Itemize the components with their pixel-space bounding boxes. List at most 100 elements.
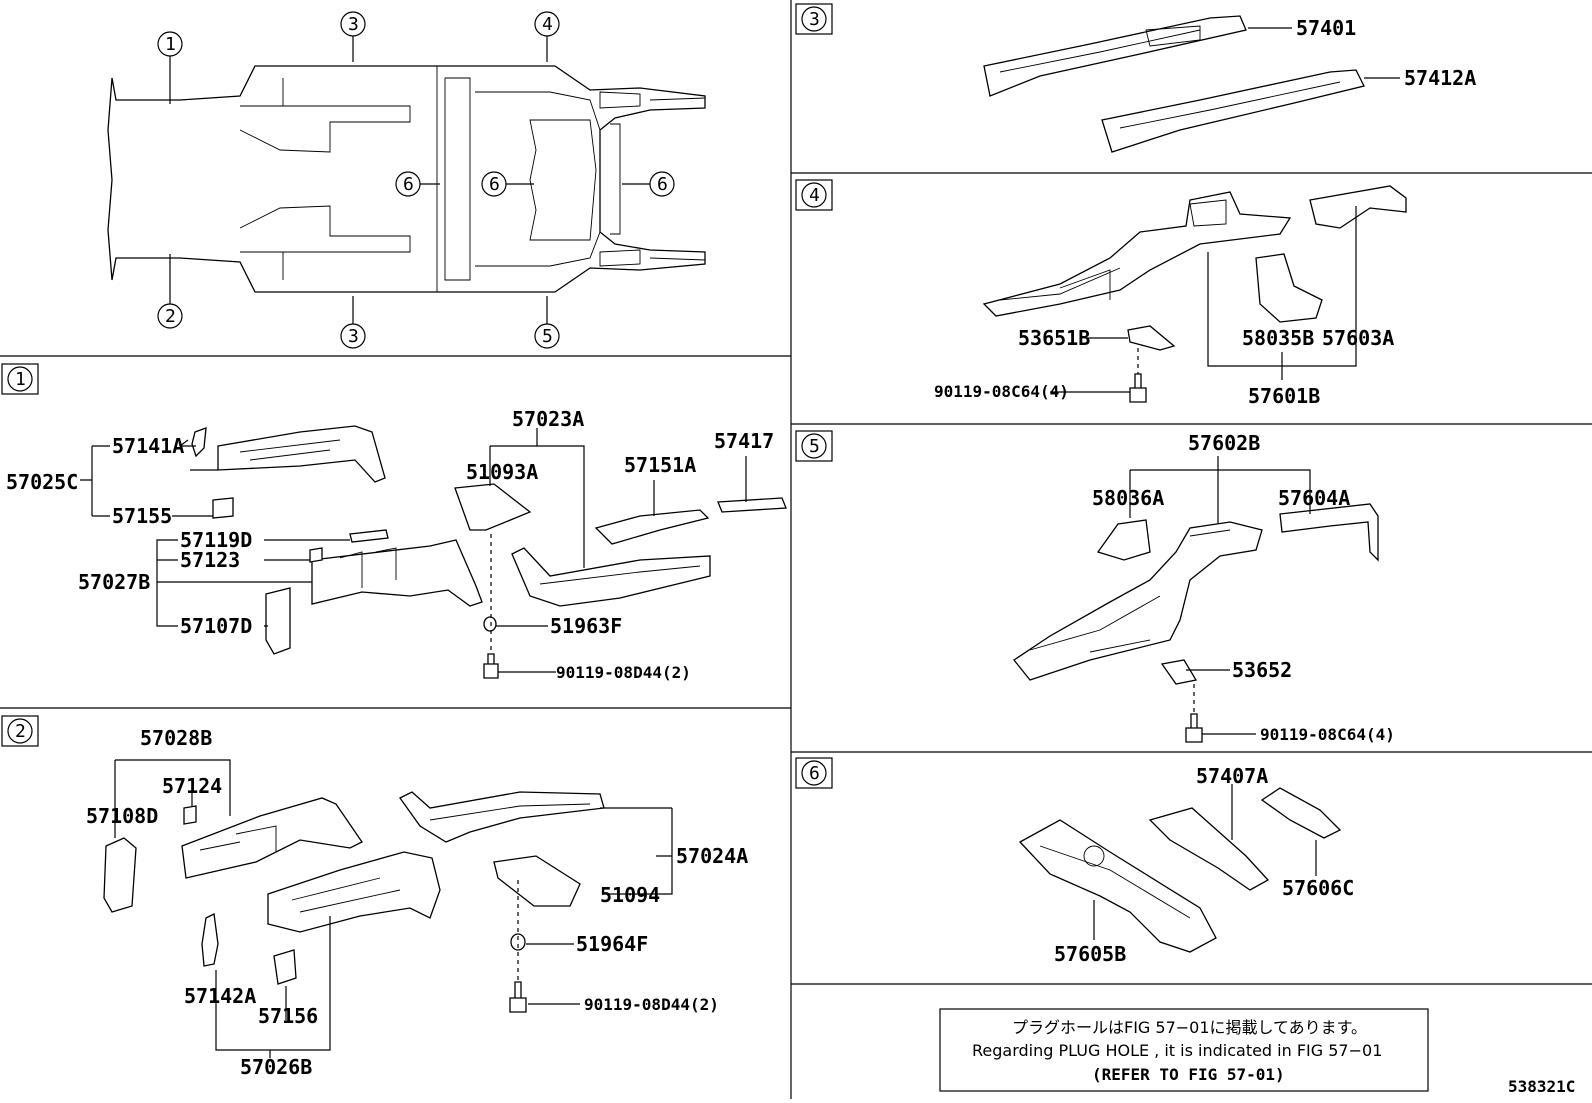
- label-58036A: 58036A: [1092, 486, 1164, 510]
- part-57604A: [1279, 503, 1379, 562]
- bolt-90119: [483, 653, 499, 679]
- label-57417: 57417: [714, 429, 774, 453]
- section-1-marker: 1: [15, 369, 26, 390]
- label-57124: 57124: [162, 774, 222, 798]
- label-57603A: 57603A: [1322, 326, 1394, 350]
- bolt-90119: [1185, 713, 1203, 743]
- part-57601B: [982, 191, 1292, 317]
- marker-6: 6: [657, 174, 668, 195]
- part-57417: [717, 497, 787, 513]
- part-51964F: [510, 933, 526, 951]
- part-57107D: [265, 587, 291, 655]
- marker-5: 5: [542, 326, 553, 347]
- label-90119-08C64: 90119-08C64(4): [934, 382, 1069, 401]
- part-51963F: [483, 616, 497, 632]
- part-57123: [309, 547, 323, 563]
- bolt-90119: [509, 981, 527, 1013]
- part-57142A: [201, 913, 219, 967]
- label-57142A: 57142A: [184, 984, 256, 1008]
- note-en: Regarding PLUG HOLE , it is indicated in…: [972, 1041, 1382, 1060]
- part-57602B: [1013, 521, 1263, 681]
- overview-markers: 1 2 3 4 5 6 6 6 3: [157, 11, 675, 349]
- label-57412A: 57412A: [1404, 66, 1476, 90]
- marker-4: 4: [542, 14, 553, 35]
- section-4-marker: 4: [809, 185, 820, 206]
- label-57407A: 57407A: [1196, 764, 1268, 788]
- section-3-marker: 3: [809, 9, 820, 30]
- label-90119-08D44: 90119-08D44(2): [584, 995, 719, 1014]
- label-57027B: 57027B: [78, 570, 150, 594]
- part-57156: [273, 949, 297, 985]
- part-51094: [493, 855, 581, 907]
- marker-3: 3: [348, 14, 359, 35]
- note-refer: (REFER TO FIG 57-01): [1092, 1065, 1285, 1084]
- part-57024A: [399, 791, 605, 843]
- label-57023A: 57023A: [512, 407, 584, 431]
- label-57602B: 57602B: [1188, 431, 1260, 455]
- section-4: 4 53651B 58035B 57603A 90119-08C64(4) 57…: [795, 179, 1407, 408]
- part-57401: [983, 15, 1247, 97]
- note-jp: プラグホールはFIG 57−01に掲載してあります。: [1012, 1018, 1367, 1037]
- label-57123: 57123: [180, 548, 240, 572]
- part-57155: [212, 497, 234, 519]
- section-1: 1 57025C 57141A 57155 57027B 57119D 57: [1, 363, 787, 682]
- label-57601B: 57601B: [1248, 384, 1320, 408]
- part-57412A: [1101, 69, 1365, 153]
- label-51094: 51094: [600, 883, 660, 907]
- label-57604A: 57604A: [1278, 486, 1350, 510]
- part-57141A: [191, 427, 207, 458]
- marker-3: 3: [348, 326, 359, 347]
- label-57107D: 57107D: [180, 614, 252, 638]
- part-53652: [1160, 659, 1198, 685]
- part-57023A: [511, 547, 711, 607]
- label-57151A: 57151A: [624, 453, 696, 477]
- part-57407A: [1148, 807, 1270, 891]
- label-57141A: 57141A: [112, 434, 184, 458]
- label-57108D: 57108D: [86, 804, 158, 828]
- marker-1: 1: [165, 34, 176, 55]
- section-2: 2 57028B 57124 57108D 57024A 51094 51964…: [1, 715, 748, 1079]
- label-53651B: 53651B: [1018, 326, 1090, 350]
- part-57026B: [267, 851, 441, 933]
- label-57024A: 57024A: [676, 844, 748, 868]
- section-6: 6 57407A 57606C 57605B: [795, 757, 1354, 966]
- label-57025C: 57025C: [6, 470, 78, 494]
- label-90119-08C64: 90119-08C64(4): [1260, 725, 1395, 744]
- label-57156: 57156: [258, 1004, 318, 1028]
- part-57603A: [1309, 185, 1407, 229]
- part-57151A: [594, 509, 710, 545]
- marker-6: 6: [403, 174, 414, 195]
- label-57606C: 57606C: [1282, 876, 1354, 900]
- part-57124: [183, 805, 197, 825]
- note-box: プラグホールはFIG 57−01に掲載してあります。 Regarding PLU…: [939, 1008, 1429, 1092]
- diagram-code: 538321C: [1508, 1077, 1575, 1096]
- label-57028B: 57028B: [140, 726, 212, 750]
- marker-6: 6: [489, 174, 500, 195]
- label-58035B: 58035B: [1242, 326, 1314, 350]
- section-3: 3 57401 57412A: [795, 3, 1476, 153]
- overview-floor-outline: [107, 65, 706, 293]
- part-57119D: [349, 529, 389, 543]
- part-58035B: [1255, 253, 1323, 323]
- label-57119D: 57119D: [180, 528, 252, 552]
- part-57605B: [1018, 819, 1217, 953]
- label-57401: 57401: [1296, 16, 1356, 40]
- label-57605B: 57605B: [1054, 942, 1126, 966]
- part-58036A: [1096, 519, 1151, 561]
- label-51964F: 51964F: [576, 932, 648, 956]
- part-57606C: [1260, 787, 1342, 839]
- section-5-marker: 5: [809, 436, 820, 457]
- label-53652: 53652: [1232, 658, 1292, 682]
- marker-2: 2: [165, 306, 176, 327]
- label-57155: 57155: [112, 504, 172, 528]
- section-2-marker: 2: [15, 721, 26, 742]
- label-51963F: 51963F: [550, 614, 622, 638]
- bolt-90119: [1129, 373, 1147, 403]
- label-90119-08D44: 90119-08D44(2): [556, 663, 691, 682]
- section-6-marker: 6: [809, 763, 820, 784]
- part-51093A: [454, 483, 532, 531]
- part-57108D: [103, 837, 137, 913]
